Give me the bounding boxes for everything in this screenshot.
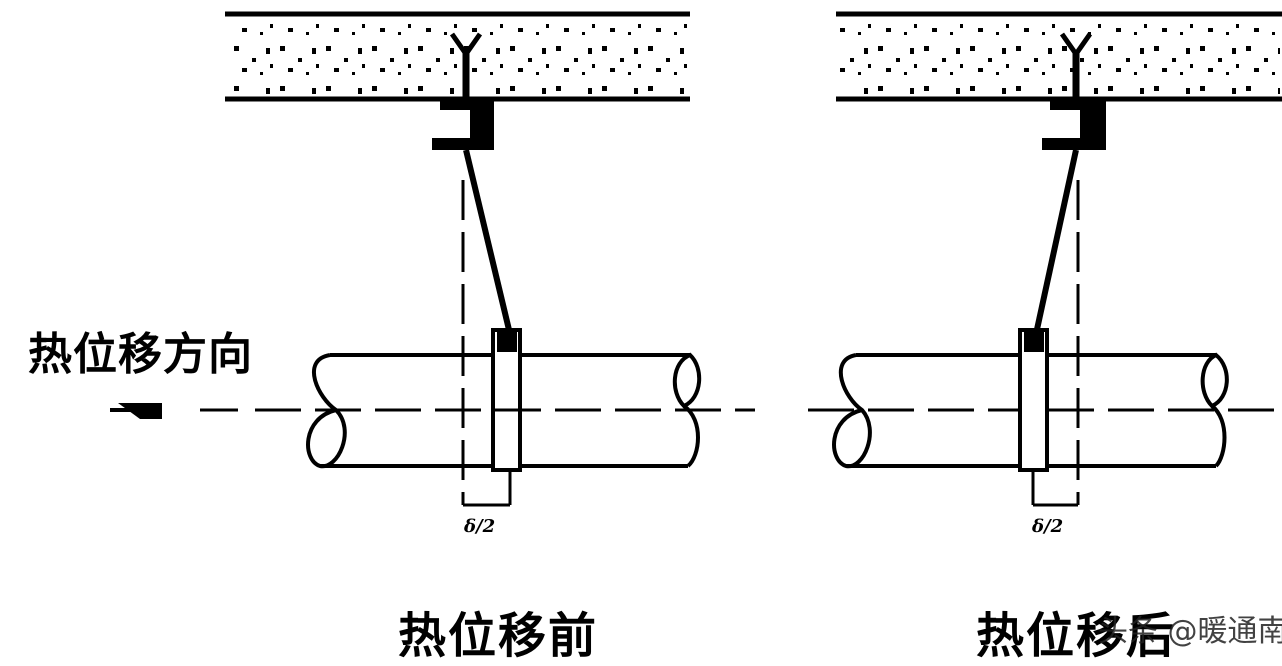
anchor-bolt-left [432, 32, 494, 150]
ceiling-slab-right [836, 11, 1282, 102]
hanger-rod-right [1033, 149, 1079, 335]
before-panel [225, 11, 702, 507]
after-displacement-title: 热位移后 [976, 608, 1177, 664]
pipe-left [306, 328, 702, 472]
watermark: 头条 @暖通南社 [1098, 614, 1282, 649]
reference-lines-right [1031, 180, 1080, 507]
after-panel [832, 11, 1282, 507]
pipe-right [832, 328, 1229, 472]
arrow-left-icon [110, 403, 162, 419]
reference-lines-left [461, 180, 512, 507]
displacement-direction-label: 热位移方向 [28, 329, 253, 380]
ceiling-slab-left [225, 11, 690, 102]
before-displacement-title: 热位移前 [398, 608, 599, 664]
hanger-rod-left [463, 149, 513, 335]
dimension-label-before: δ/2 [464, 516, 496, 537]
dimension-label-after: δ/2 [1032, 516, 1064, 537]
anchor-bolt-right [1042, 32, 1106, 150]
